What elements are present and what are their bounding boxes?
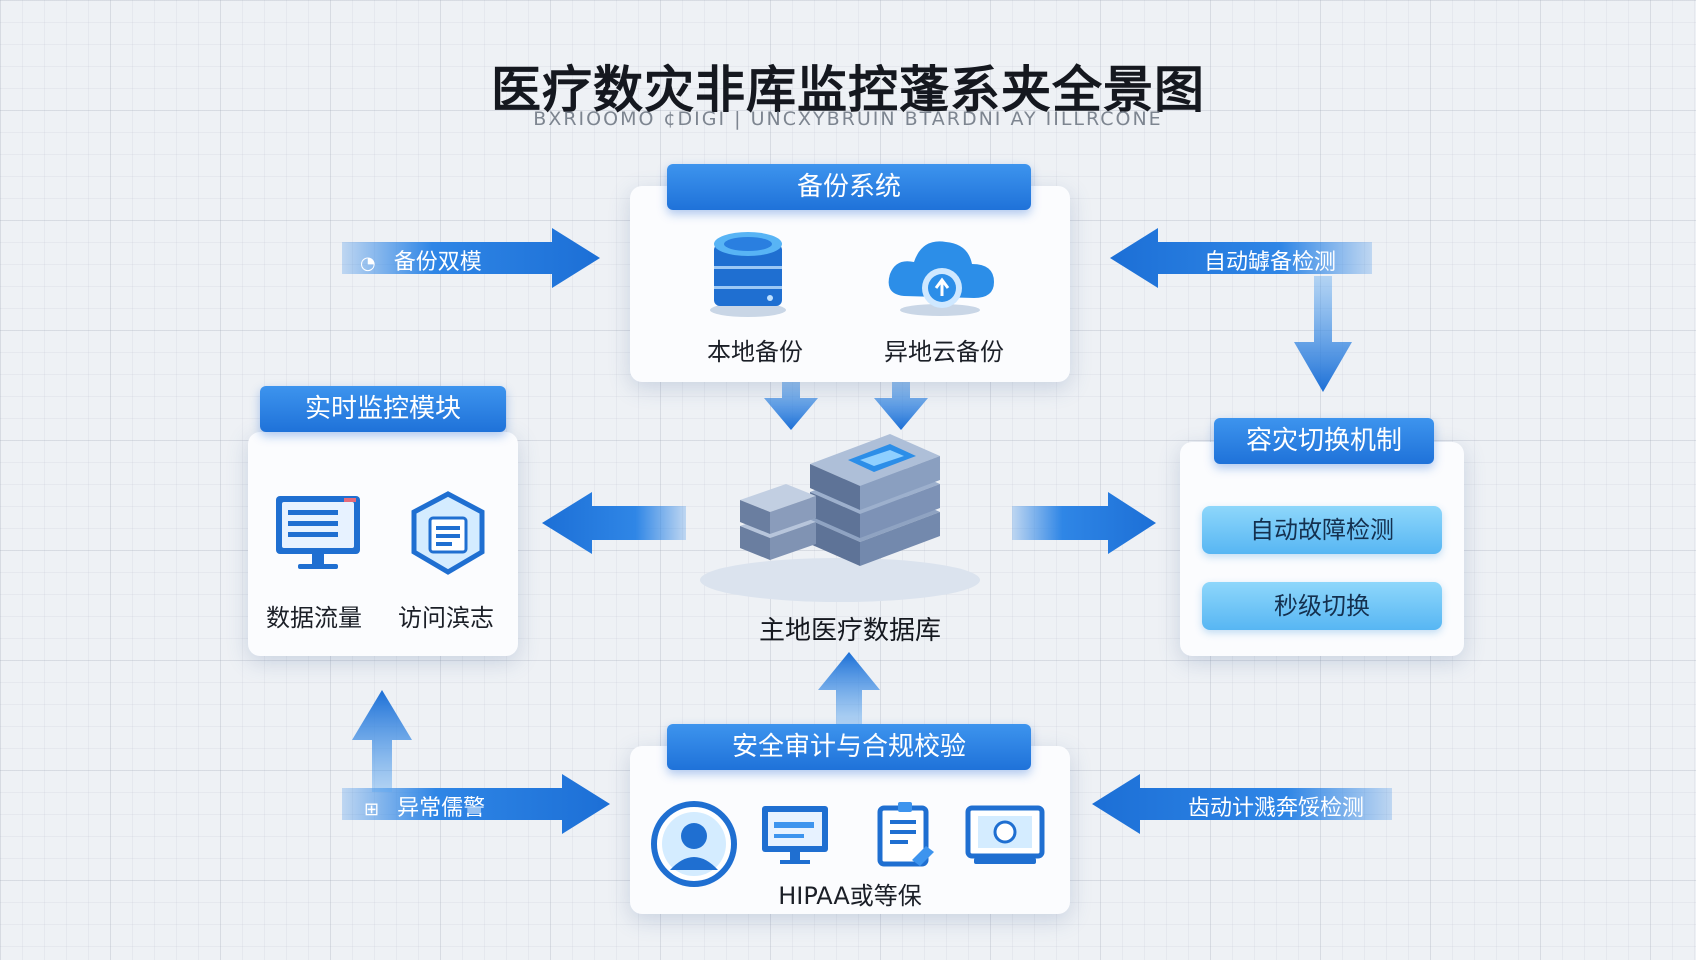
arrow-top-right xyxy=(1110,228,1372,288)
server-stack-icon xyxy=(690,420,990,610)
arrow-label-top-left: 备份双模 xyxy=(393,250,482,275)
backup-panel-header: 备份系统 xyxy=(667,164,1031,210)
arrow-backup-down-1 xyxy=(764,366,818,430)
page-title: 医疗数灾非库监控蓬系夹全景图 xyxy=(491,61,1205,119)
checklist-icon xyxy=(872,800,942,876)
arrow-center-to-monitor xyxy=(542,492,686,554)
monitor-panel-header: 实时监控模块 xyxy=(260,386,506,432)
cloud-icon xyxy=(882,230,1002,324)
arrow-right-down xyxy=(1294,276,1352,392)
second-level-switch-pill: 秒级切换 xyxy=(1202,582,1442,630)
traffic-label: 数据流量 xyxy=(266,604,362,632)
audit-panel-header: 安全审计与合规校验 xyxy=(667,724,1031,770)
sync-icon: ◔ xyxy=(360,253,376,274)
auto-fault-detection-pill: 自动故障检测 xyxy=(1202,506,1442,554)
arrow-label-top-left-wrap: ◔ 备份双模 xyxy=(360,244,482,276)
arrow-center-to-failover xyxy=(1012,492,1156,554)
arrow-label-bottom-left-wrap: ⊞ 异常儒警 xyxy=(364,790,485,822)
alert-grid-icon: ⊞ xyxy=(364,799,380,820)
arrow-label-bottom-right: 齿动计溅奔馁检测 xyxy=(1188,796,1365,821)
arrow-backup-down-2 xyxy=(874,366,928,430)
failover-panel: 自动故障检测 秒级切换 xyxy=(1180,442,1464,656)
audit-panel: HIPAA或等保 xyxy=(630,746,1070,914)
log-hexagon-icon xyxy=(408,490,488,580)
access-log-label: 访问滨志 xyxy=(398,604,494,632)
monitor-panel: 数据流量 访问滨志 xyxy=(248,432,518,656)
compliance-device-icon xyxy=(964,802,1048,876)
main-database-label: 主地医疗数据库 xyxy=(758,616,941,646)
database-icon xyxy=(708,230,788,324)
cloud-backup-label: 异地云备份 xyxy=(884,338,1004,366)
backup-panel: 本地备份 异地云备份 xyxy=(630,186,1070,382)
arrow-label-bottom-left: 异常儒警 xyxy=(397,796,486,821)
local-backup-label: 本地备份 xyxy=(707,338,803,366)
monitor-screen-icon xyxy=(274,494,364,578)
arrow-bottom-right xyxy=(1092,774,1392,834)
arrow-label-top-right: 自动罅备检测 xyxy=(1204,250,1337,275)
arrow-left-up xyxy=(352,690,412,792)
compliance-label: HIPAA或等保 xyxy=(778,882,922,910)
user-avatar-icon xyxy=(650,800,740,894)
page-subtitle: BXRIOOMO ¢DIGI | UNCXYBRUIN BTARDNI AY I… xyxy=(533,108,1163,130)
audit-screen-icon xyxy=(760,804,834,872)
arrow-bottom-left xyxy=(342,774,610,834)
failover-panel-header: 容灾切换机制 xyxy=(1214,418,1434,464)
arrow-audit-to-center xyxy=(818,652,880,724)
arrow-top-left xyxy=(342,228,600,288)
